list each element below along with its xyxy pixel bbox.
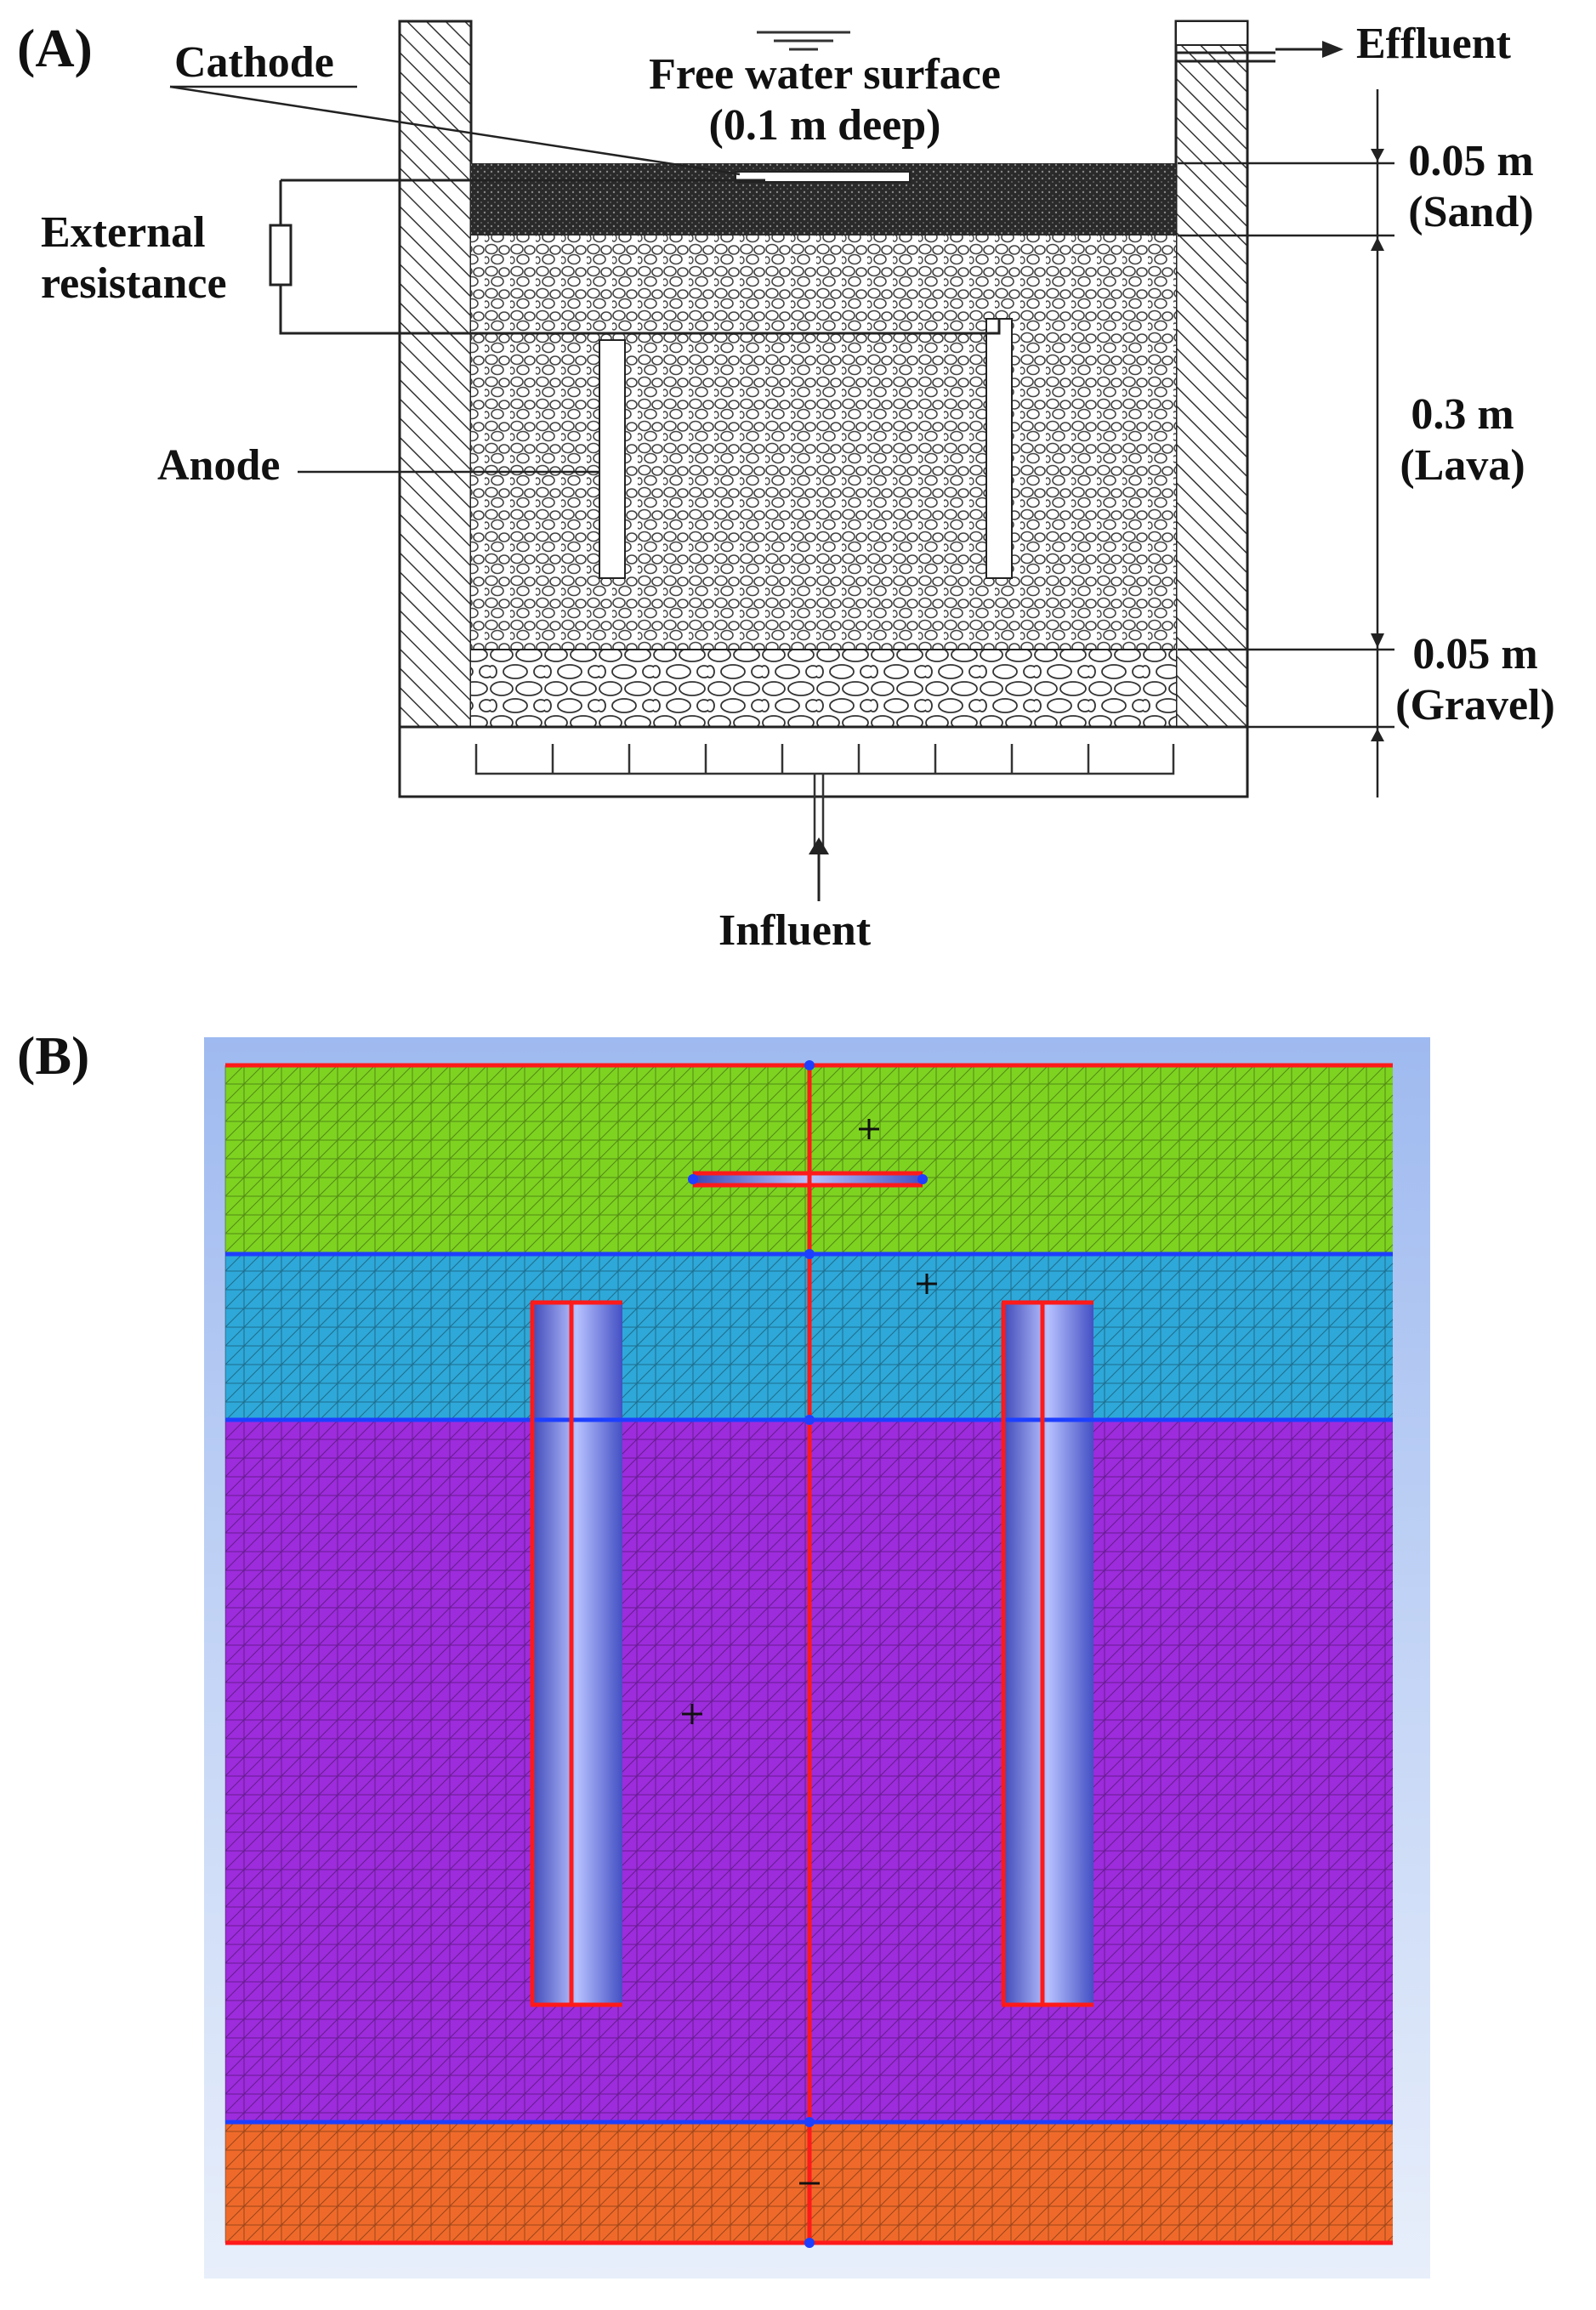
dimension-gravel-material: (Gravel) <box>1395 680 1555 729</box>
anode-rod-right <box>1002 1301 1093 2006</box>
panel-a-schematic <box>169 20 1394 901</box>
lava-layer <box>471 236 1176 650</box>
gravel-layer <box>471 650 1176 727</box>
anode-right <box>985 318 1013 579</box>
free-water-surface-line2: (0.1 m deep) <box>708 100 941 150</box>
region-markers <box>682 1119 937 2185</box>
dimension-lava: 0.3 m (Lava) <box>1365 389 1560 491</box>
influent-label: Influent <box>718 906 872 955</box>
external-resistance-line1: External <box>41 208 206 257</box>
anode-rod-left <box>531 1301 622 2006</box>
dimension-sand: 0.05 m (Sand) <box>1373 136 1569 238</box>
cathode-label: Cathode <box>174 38 334 87</box>
external-resistance-line2: resistance <box>41 258 227 308</box>
dimension-gravel-value: 0.05 m <box>1412 630 1538 678</box>
dimension-gravel: 0.05 m (Gravel) <box>1373 629 1577 731</box>
panel-b-label: (B) <box>17 1025 90 1086</box>
effluent-label: Effluent <box>1356 20 1511 68</box>
resistor-icon <box>269 224 293 287</box>
dimension-lava-material: (Lava) <box>1400 440 1525 490</box>
dimension-sand-value: 0.05 m <box>1408 137 1534 185</box>
free-water-surface-label: Free water surface (0.1 m deep) <box>595 49 1054 151</box>
left-wall <box>398 20 473 729</box>
free-water-surface-line1: Free water surface <box>649 50 1001 99</box>
cathode-electrode <box>735 171 911 183</box>
panel-a-label: (A) <box>17 18 93 78</box>
dimension-lava-value: 0.3 m <box>1411 390 1514 439</box>
dimension-sand-material: (Sand) <box>1408 187 1534 236</box>
anode-left <box>599 339 626 579</box>
external-resistance-label: External resistance <box>41 207 227 309</box>
anode-label: Anode <box>157 441 281 490</box>
